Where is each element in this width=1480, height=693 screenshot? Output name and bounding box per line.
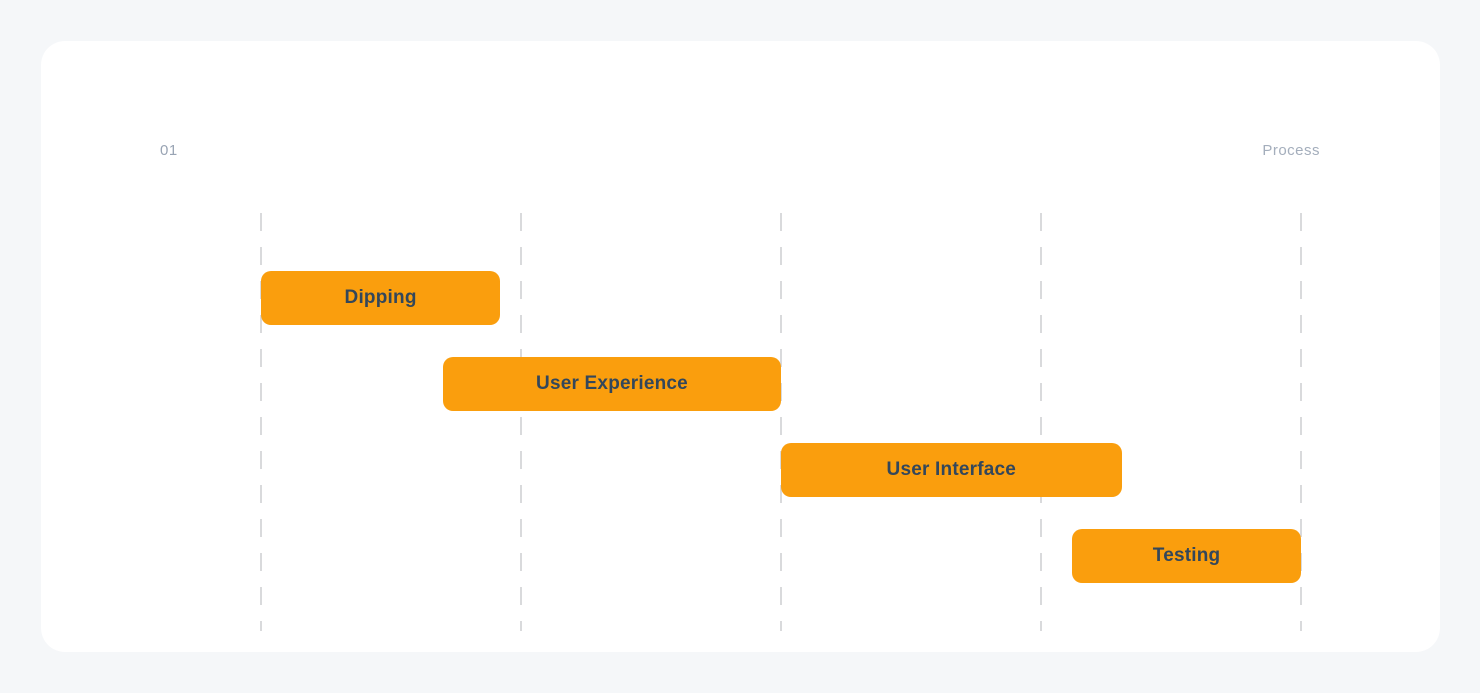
slide-number: 01 [160, 142, 178, 159]
gantt-bar-user-experience: User Experience [443, 357, 781, 411]
gantt-bar-dipping: Dipping [261, 271, 501, 325]
grid-line [780, 213, 782, 631]
grid-line [520, 213, 522, 631]
grid-line [1040, 213, 1042, 631]
grid-line [1300, 213, 1302, 631]
gantt-bar-label: Dipping [344, 287, 417, 308]
gantt-bar-user-interface: User Interface [781, 443, 1122, 497]
gantt-bar-label: Testing [1152, 545, 1221, 566]
gantt-bar-label: User Interface [886, 459, 1017, 480]
gantt-bar-testing: Testing [1072, 529, 1301, 583]
grid-line [260, 213, 262, 631]
slide-title: Process [1262, 142, 1320, 159]
gantt-bar-label: User Experience [536, 373, 688, 394]
